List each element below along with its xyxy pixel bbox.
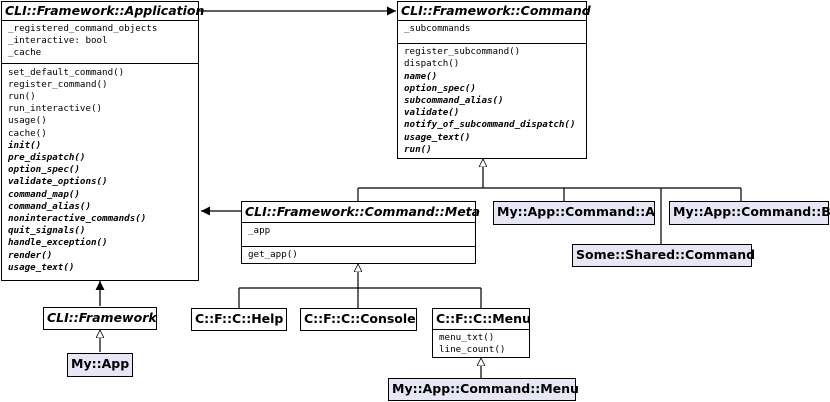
class-command-methods: register_subcommand() dispatch() name() … [398, 43, 586, 159]
class-my-app-command-a[interactable]: My::App::Command::A [493, 201, 655, 225]
class-cfc-console[interactable]: C::F::C::Console [300, 308, 417, 331]
class-cli-framework[interactable]: CLI::Framework [43, 307, 157, 330]
class-my-app-command-b[interactable]: My::App::Command::B [669, 201, 830, 225]
class-cfc-menu-methods: menu_txt() line_count() [433, 329, 529, 359]
command-inheritance-tree [357, 159, 742, 244]
class-application-methods: set_default_command() register_command()… [2, 62, 198, 277]
class-command-meta-title: CLI::Framework::Command::Meta [245, 204, 481, 219]
class-command-title: CLI::Framework::Command [401, 3, 591, 18]
meta-inheritance-tree [238, 264, 482, 308]
class-command-meta[interactable]: CLI::Framework::Command::Meta _app get_a… [241, 201, 481, 264]
class-command-attributes: _subcommands [398, 20, 586, 43]
class-my-app-command-menu[interactable]: My::App::Command::Menu [388, 378, 579, 401]
class-command-meta-attributes: _app [242, 222, 475, 246]
class-command[interactable]: CLI::Framework::Command _subcommands reg… [397, 1, 591, 159]
class-my-app[interactable]: My::App [67, 353, 133, 377]
class-cfc-help[interactable]: C::F::C::Help [191, 308, 287, 331]
class-application[interactable]: CLI::Framework::Application _registered_… [1, 1, 205, 281]
class-application-attributes: _registered_command_objects _interactive… [2, 20, 198, 63]
class-cfc-menu[interactable]: C::F::C::Menu menu_txt() line_count() [432, 308, 531, 359]
class-command-meta-methods: get_app() [242, 246, 475, 264]
class-cfc-menu-title: C::F::C::Menu [436, 311, 531, 326]
class-some-shared-command[interactable]: Some::Shared::Command [572, 244, 755, 267]
class-application-title: CLI::Framework::Application [5, 3, 205, 18]
